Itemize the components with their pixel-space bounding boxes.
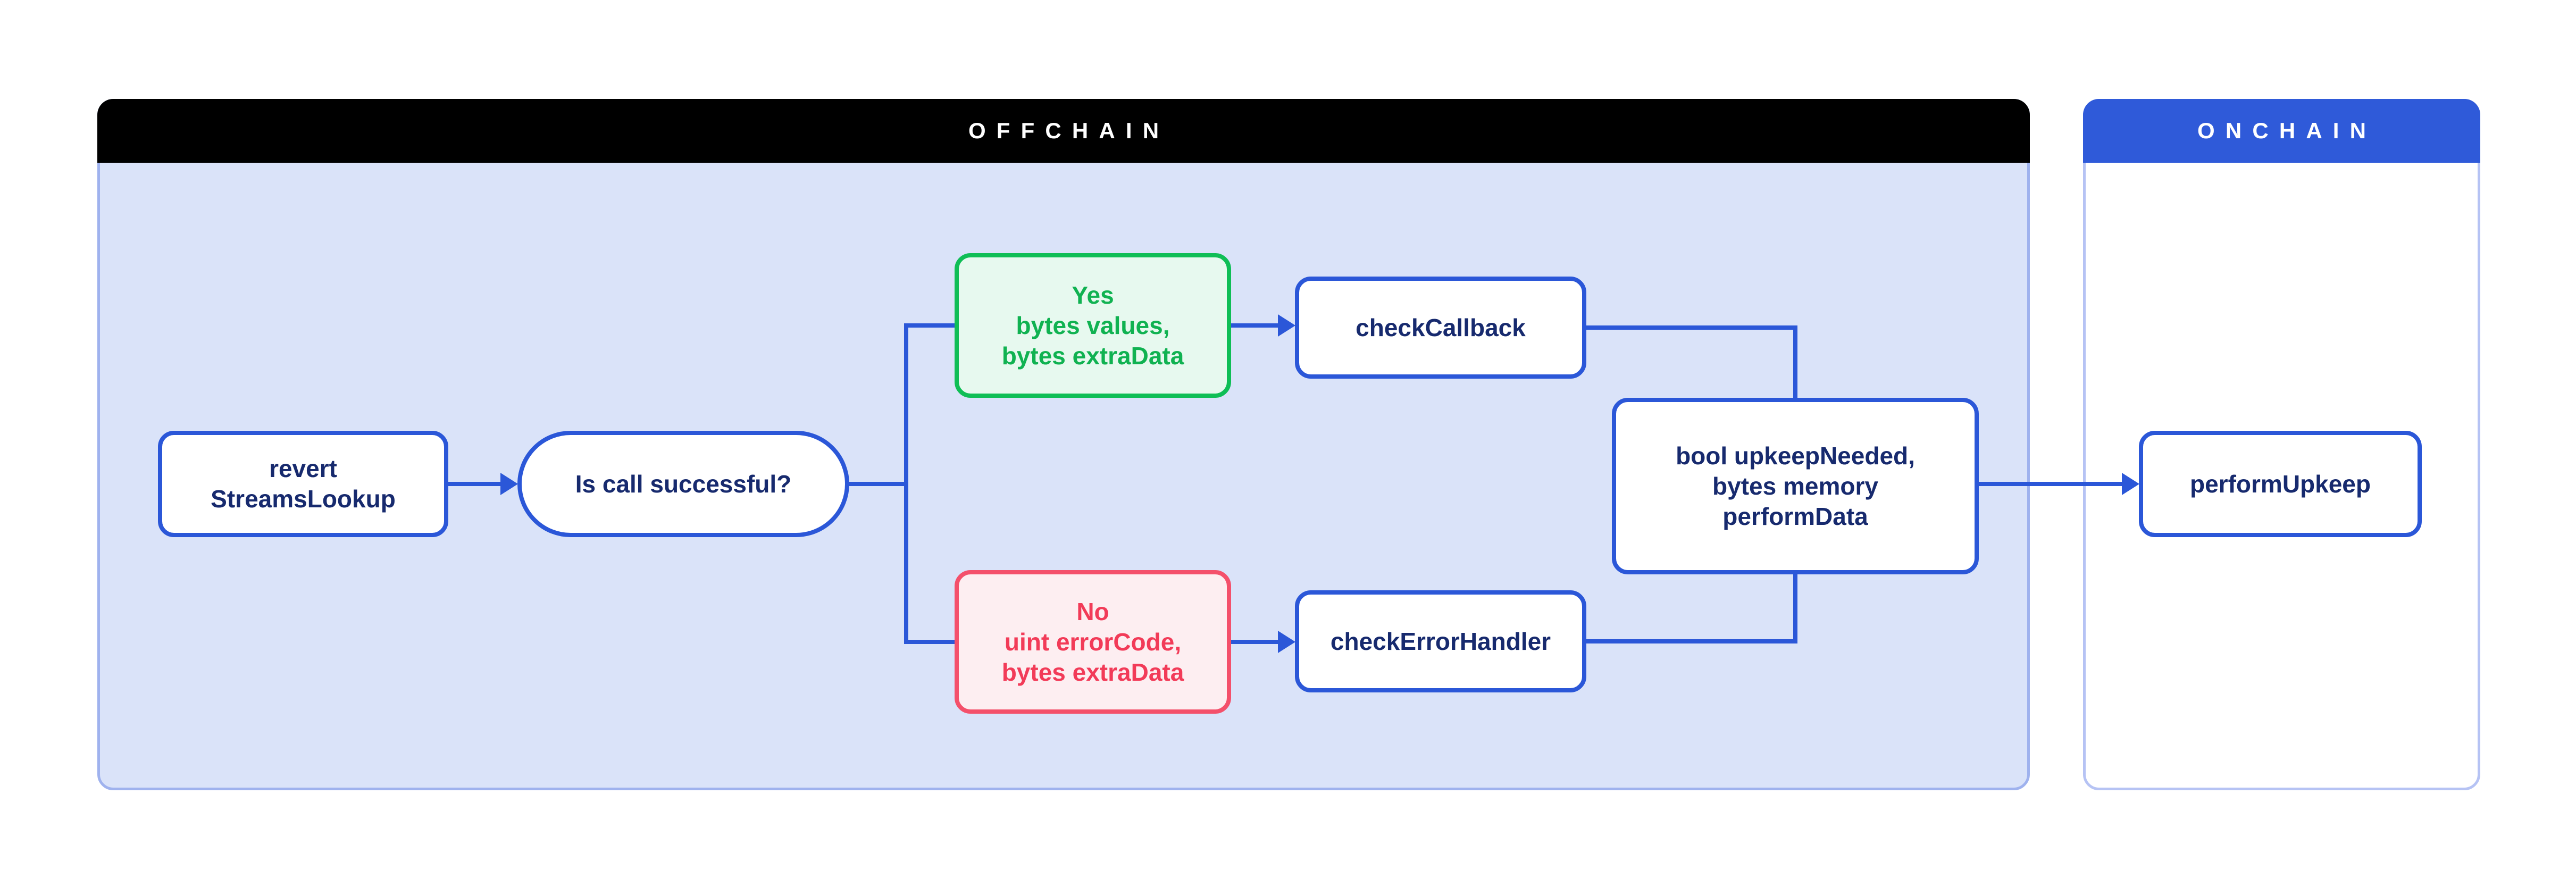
node-label-line: bytes extraData [1001,341,1184,370]
edge-split-to-yes [904,323,955,328]
node-label-line: checkCallback [1356,313,1526,341]
node-label-line: bytes memory [1712,472,1878,500]
edge-split-vertical [904,323,908,644]
node-no-branch: No uint errorCode, bytes extraData [955,570,1231,714]
node-label-line: performUpkeep [2190,470,2371,498]
edge-revert-to-question [448,482,500,486]
node-label-line: bool upkeepNeeded, [1676,441,1915,470]
node-label-line: bytes values, [1016,311,1170,339]
node-is-call-successful: Is call successful? [517,431,849,537]
edge-checkerrorhandler-to-upkeep-h [1586,639,1797,643]
edge-checkcallback-to-upkeep-v [1793,325,1797,398]
node-label-line: checkErrorHandler [1330,627,1551,655]
arrowhead [2122,473,2139,495]
node-label-line: bytes extraData [1001,658,1184,686]
arrowhead [1278,631,1295,653]
node-check-error-handler: checkErrorHandler [1295,590,1586,692]
node-yes-branch: Yes bytes values, bytes extraData [955,253,1231,398]
node-label-line: revert [269,455,337,482]
edge-upkeep-to-performupkeep [1979,482,2122,486]
onchain-header: ONCHAIN [2083,99,2480,163]
edge-split-to-no [904,640,955,644]
onchain-header-label: ONCHAIN [2197,118,2377,143]
arrowhead [500,473,518,495]
node-check-callback: checkCallback [1295,277,1586,379]
arrowhead [1278,314,1295,337]
node-label-line: Is call successful? [575,470,792,498]
edge-question-to-split [849,482,908,486]
node-label-line: StreamsLookup [211,485,396,513]
node-perform-upkeep: performUpkeep [2139,431,2422,537]
node-label-line: uint errorCode, [1004,628,1182,656]
node-label-line: Yes [1072,281,1114,309]
edge-checkcallback-to-upkeep-h [1586,325,1797,330]
offchain-header-label: OFFCHAIN [968,118,1170,143]
edge-yes-to-checkcallback [1231,323,1278,328]
edge-checkerrorhandler-to-upkeep-v [1793,574,1797,643]
node-revert-streamslookup: revert StreamsLookup [158,431,448,537]
node-label-line: No [1076,597,1109,625]
offchain-header: OFFCHAIN [97,99,2030,163]
node-upkeep-needed: bool upkeepNeeded, bytes memory performD… [1612,398,1979,574]
edge-no-to-checkerrorhandler [1231,640,1278,644]
node-label-line: performData [1722,502,1868,530]
